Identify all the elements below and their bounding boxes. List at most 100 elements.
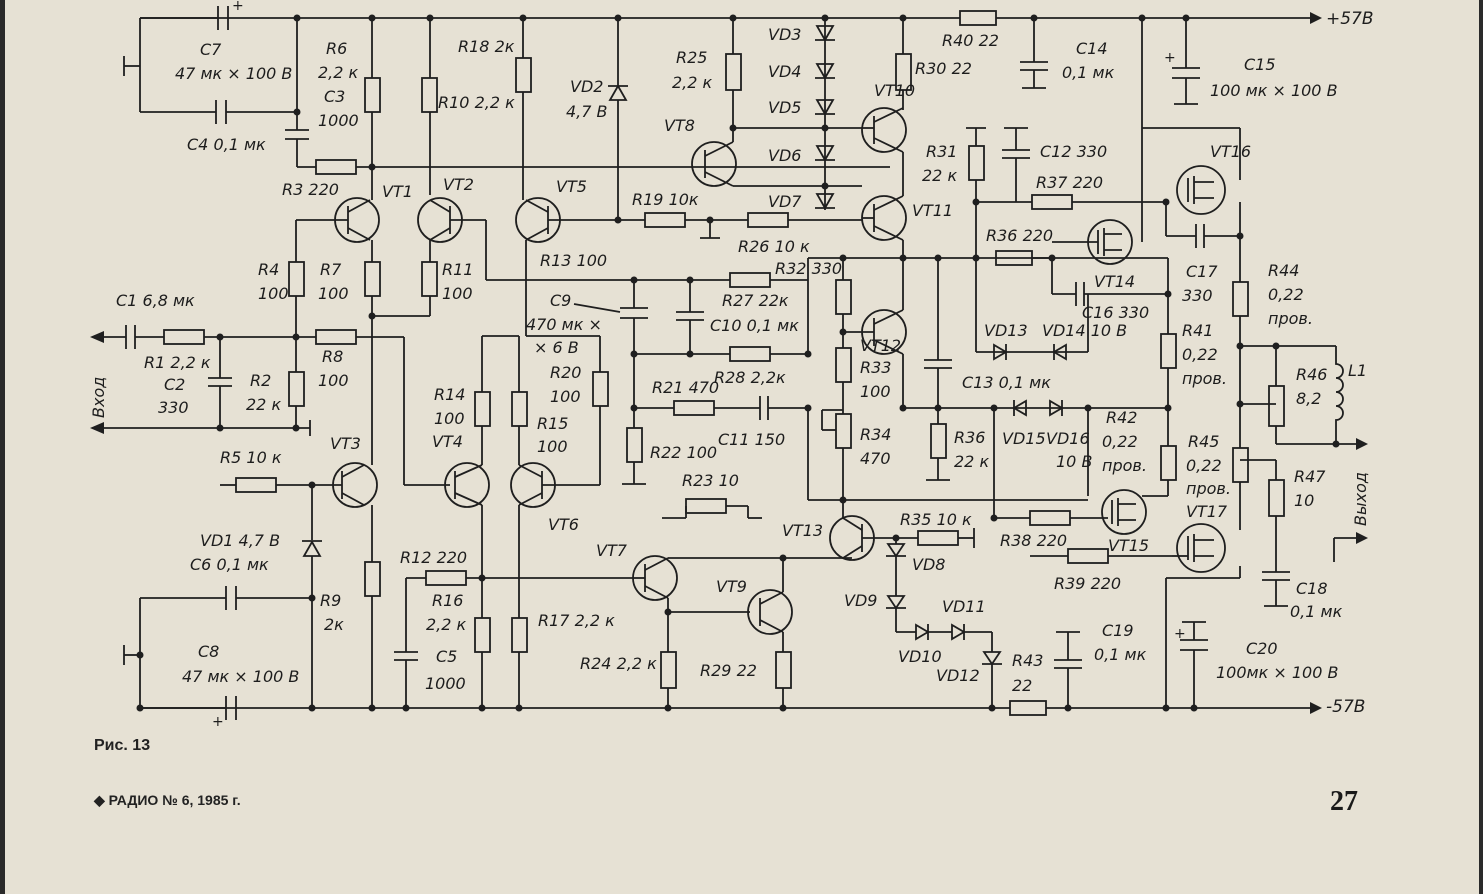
r36b-label: R36	[954, 428, 985, 447]
r26-label: R26 10 к	[738, 237, 810, 256]
vt1-label: VT1	[382, 182, 413, 201]
r42-label: R42	[1106, 408, 1137, 427]
r43-label: R43	[1012, 651, 1043, 670]
vd12-label: VD12	[936, 666, 980, 685]
negative-rail: -57B	[140, 697, 1365, 717]
r35-label: R35 10 к	[900, 510, 972, 529]
vd5-label: VD5	[768, 98, 801, 117]
vt5-label: VT5	[556, 177, 587, 196]
r34-value: 470	[860, 449, 891, 468]
output-label: Выход	[1351, 472, 1370, 526]
feedback-network: R13 100 R32 330 C9 470 мк × × 6 В R27 22…	[526, 251, 1168, 519]
c8-label: C8	[198, 642, 219, 661]
r46-value: 8,2	[1296, 389, 1321, 408]
r17-label: R17 2,2 к	[538, 611, 615, 630]
r4-label: R4	[258, 260, 279, 279]
vd2-r19-block: VD2 4,7 В R19 10к R26 10 к	[566, 18, 862, 256]
vt17-label: VT17	[1186, 502, 1228, 521]
r41-note: пров.	[1182, 369, 1227, 388]
r18-label: R18 2к	[458, 37, 515, 56]
r24-label: R24 2,2 к	[580, 654, 657, 673]
vt3-stage: R5 10 к VT3 R9 2к VD1 4,7 В	[200, 316, 381, 708]
c7-label: C7	[200, 40, 222, 59]
c14-value: 0,1 мк	[1062, 63, 1115, 82]
junction-dots	[136, 14, 1340, 712]
r45-label: R45	[1188, 432, 1219, 451]
c13-label: C13 0,1 мк	[962, 373, 1051, 392]
c5-value: 1000	[425, 674, 466, 693]
supply-filter-upper: R40 22 C14 0,1 мк + C15 100 мк × 100 В	[942, 10, 1338, 105]
vt10-label: VT10	[874, 81, 915, 100]
r44-value: 0,22	[1268, 285, 1304, 304]
positive-rail-label: +57B	[1326, 9, 1374, 29]
r46-label: R46	[1296, 365, 1327, 384]
vt15-label: VT15	[1108, 536, 1149, 555]
c10-label: C10 0,1 мк	[710, 316, 799, 335]
r23-label: R23 10	[682, 471, 739, 490]
vt16-label: VT16	[1210, 142, 1251, 161]
r40-label: R40 22	[942, 31, 999, 50]
c3-label: C3	[324, 87, 345, 106]
vd3-vd7-string: VD3 VD4 VD5 VD6 VD7	[768, 18, 835, 211]
r14-value: 100	[434, 409, 465, 428]
r19-label: R19 10к	[632, 190, 699, 209]
r2-value: 22 к	[246, 395, 281, 414]
c17-value: 330	[1182, 286, 1213, 305]
c4-label: C4 0,1 мк	[187, 135, 266, 154]
vt14-label: VT14	[1094, 272, 1135, 291]
vd13-label: VD13	[984, 321, 1028, 340]
r13-label: R13 100	[540, 251, 607, 270]
c6-label: C6 0,1 мк	[190, 555, 269, 574]
c12-label: C12 330	[1040, 142, 1107, 161]
c3-value: 1000	[318, 111, 359, 130]
c2-value: 330	[158, 398, 189, 417]
page-number: 27	[1330, 786, 1358, 817]
c15-value: 100 мк × 100 В	[1210, 81, 1338, 100]
vd8-label: VD8	[912, 555, 945, 574]
r42-note: пров.	[1102, 456, 1147, 475]
r5-label: R5 10 к	[220, 448, 282, 467]
c8-value: 47 мк × 100 В	[182, 667, 299, 686]
c1-label: C1 6,8 мк	[116, 291, 195, 310]
r7-label: R7	[320, 260, 342, 279]
output-upper: R31 22 к C12 330 R37 220 R36 220 VT14 C1…	[922, 18, 1313, 408]
input-network: C1 6,8 мк R1 2,2 к R8 100 C2 330 R2 22 к…	[89, 291, 450, 486]
r14-label: R14	[434, 385, 465, 404]
vt7-label: VT7	[596, 541, 628, 560]
r1-label: R1 2,2 к	[144, 353, 211, 372]
r47-label: R47	[1294, 467, 1326, 486]
r44-note: пров.	[1268, 309, 1313, 328]
r16-value: 2,2 к	[426, 615, 467, 634]
vd3-label: VD3	[768, 25, 801, 44]
vt8-stage: R25 2,2 к VT8	[664, 18, 862, 187]
svg-text:+: +	[1164, 50, 1176, 66]
vd9-label: VD9	[844, 591, 877, 610]
positive-rail: +57B	[140, 9, 1374, 29]
vd13-vd16: VD13 VD14 10 В VD15 VD16 10 В	[976, 294, 1127, 518]
c11-label: C11 150	[718, 430, 785, 449]
vd16-value: 10 В	[1056, 452, 1092, 471]
r31-label: R31	[926, 142, 957, 161]
input-stage: R10 2,2 к VT1 VT2 R7 100 R11	[258, 18, 730, 372]
r39-label: R39 220	[1054, 574, 1121, 593]
r37-label: R37 220	[1036, 173, 1103, 192]
vd4-label: VD4	[768, 62, 801, 81]
r31-value: 22 к	[922, 166, 957, 185]
c15-label: C15	[1244, 55, 1276, 74]
r28-label: R28 2,2к	[714, 368, 786, 387]
r47-value: 10	[1294, 491, 1314, 510]
r15-value: 100	[537, 437, 568, 456]
vd2-value: 4,7 В	[566, 102, 608, 121]
r6-label: R6	[326, 39, 347, 58]
vt5-stage: R18 2к VT5	[458, 18, 645, 336]
r38-label: R38 220	[1000, 531, 1067, 550]
vd10-label: VD10	[898, 647, 942, 666]
r45-value: 0,22	[1186, 456, 1222, 475]
c16-label: C16 330	[1082, 303, 1149, 322]
r15-label: R15	[537, 414, 568, 433]
r2-label: R2	[250, 371, 271, 390]
svg-text:+: +	[1174, 626, 1186, 642]
r9-label: R9	[320, 591, 341, 610]
svg-text:+: +	[232, 0, 244, 14]
